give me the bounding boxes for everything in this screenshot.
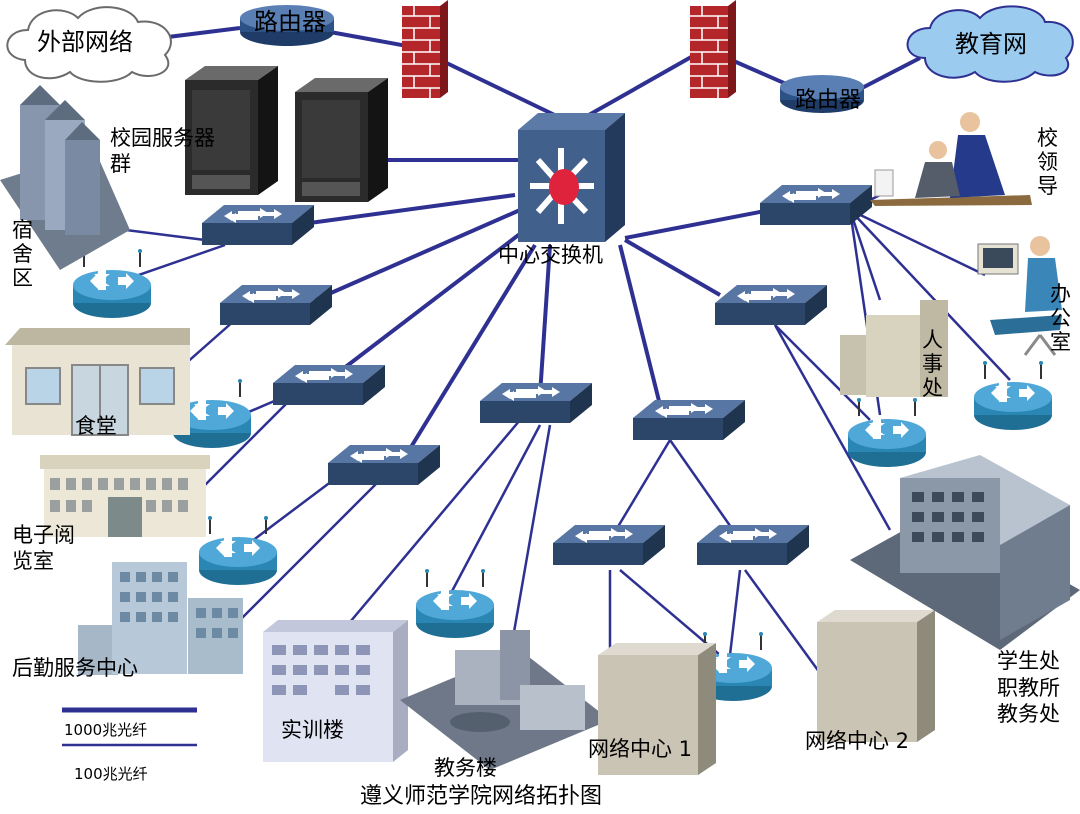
router-right-label: 路由器 [795, 88, 862, 113]
switch-icon [553, 525, 665, 565]
wireless-router-icon [72, 248, 152, 319]
switch-icon [715, 285, 827, 325]
student-office-label: 学生处职教所教务处 [997, 649, 1060, 727]
office-worker-icon [977, 236, 1062, 356]
dormitory-building-icon [0, 85, 130, 270]
network-center-2-building-icon [817, 610, 935, 742]
switch-icon [220, 285, 332, 325]
education-network-label: 教育网 [955, 30, 1027, 58]
switch-icon [202, 205, 314, 245]
office-label: 办公室 [1050, 282, 1071, 355]
logistics-label: 后勤服务中心 [12, 656, 138, 680]
server-group-label: 校园服务器群 [110, 126, 215, 177]
training-building-icon [263, 620, 408, 762]
wireless-router-icon [973, 360, 1053, 431]
academic-building-label: 教务楼 [434, 756, 497, 780]
switch-icon [480, 383, 592, 423]
hr-office-label: 人事处 [922, 328, 943, 401]
switch-icon [697, 525, 809, 565]
switch-icon [633, 400, 745, 440]
wireless-router-icon [415, 568, 495, 639]
reading-room-label: 电子阅览室 [12, 523, 75, 574]
firewall-icon [689, 0, 737, 99]
switch-icon [273, 365, 385, 405]
reading-room-building-icon [40, 455, 210, 537]
cloud-icon [6, 6, 172, 83]
legend-100m-label: 100兆光纤 [74, 765, 148, 783]
server-icon [295, 78, 388, 202]
core-switch-icon [518, 113, 625, 242]
switch-icon [328, 445, 440, 485]
router-icon [240, 5, 334, 46]
academic-building-icon [400, 630, 610, 770]
canteen-building-icon [5, 328, 190, 436]
diagram-title: 遵义师范学院网络拓扑图 [360, 784, 603, 809]
router-left-label: 路由器 [254, 8, 326, 36]
wireless-router-icon [198, 515, 278, 586]
center-switch-label: 中心交换机 [498, 243, 603, 267]
logistics-building-icon [78, 562, 243, 675]
legend-1000m-label: 1000兆光纤 [64, 721, 148, 739]
external-network-label: 外部网络 [37, 28, 133, 56]
router-icon [780, 75, 864, 113]
server-icon [185, 66, 278, 195]
office-building-icon [850, 455, 1080, 650]
cloud-icon [906, 5, 1074, 83]
canteen-label: 食堂 [75, 414, 117, 438]
school-leaders-label: 校领导 [1037, 126, 1058, 199]
wireless-router-icon [847, 397, 927, 468]
firewall-icon [401, 0, 449, 99]
leaders-people-icon [870, 112, 1032, 206]
network-center-1-label: 网络中心 1 [588, 737, 693, 761]
network-center-2-label: 网络中心 2 [805, 729, 910, 753]
dormitory-label: 宿舍区 [12, 218, 33, 291]
training-building-label: 实训楼 [281, 718, 344, 742]
switch-icon [760, 185, 872, 225]
hr-building-icon [840, 300, 948, 397]
